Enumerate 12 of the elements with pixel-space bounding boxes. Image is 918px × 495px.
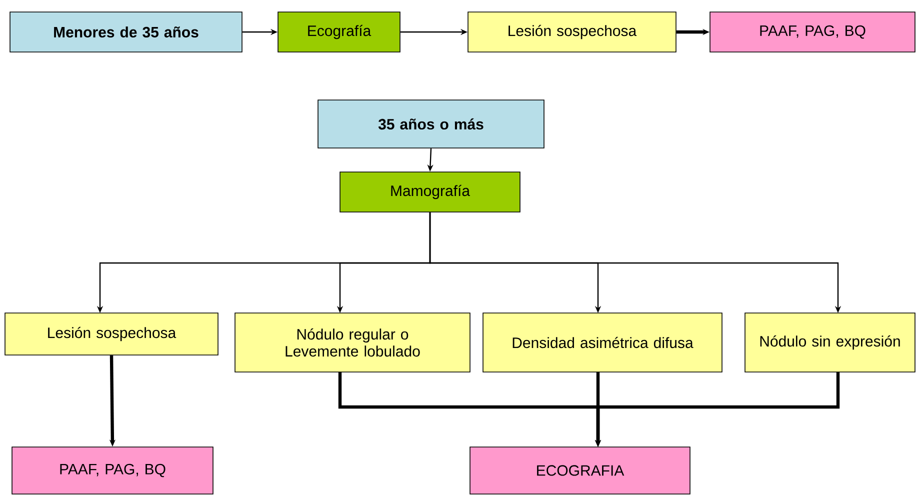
age-group-box: Menores de 35 años (10, 12, 242, 52)
finding-box: Nódulo sin expresión (744, 312, 916, 372)
finding-box: Densidad asimétrica difusa (482, 312, 722, 372)
finding-box: Lesión sospechosa (468, 12, 676, 52)
exam-box: Ecografía (278, 12, 400, 52)
procedure-box: ECOGRAFIA (470, 446, 690, 494)
finding-box: Nódulo regular o Levemente lobulado (234, 312, 470, 372)
procedure-box: PAAF, PAG, BQ (12, 446, 214, 494)
exam-box: Mamografía (340, 172, 520, 212)
finding-box: Lesión sospechosa (4, 312, 218, 356)
age-group-box: 35 años o más (318, 100, 544, 148)
procedure-box: PAAF, PAG, BQ (710, 12, 916, 52)
